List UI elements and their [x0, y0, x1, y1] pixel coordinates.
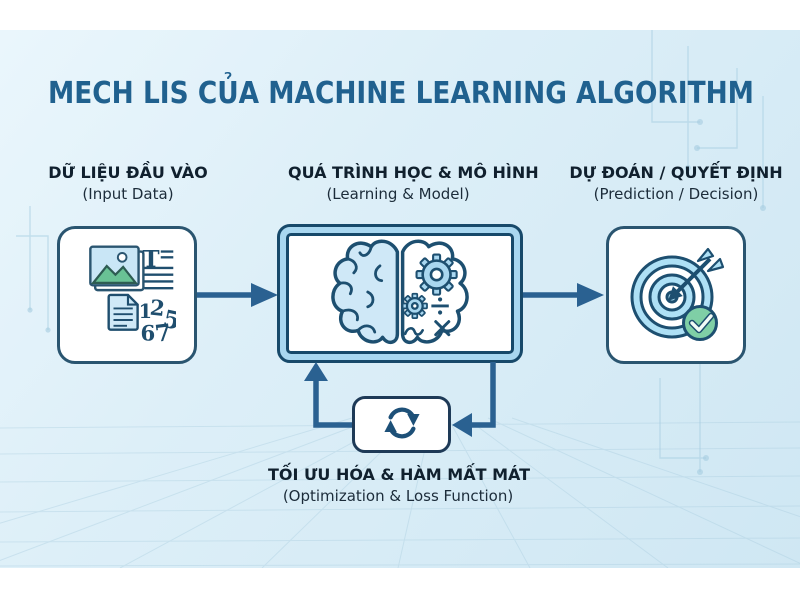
svg-text:7: 7	[153, 319, 172, 347]
flow-node-optimization	[352, 396, 451, 453]
page-title: MECH LIS CỦA MACHINE LEARNING ALGORITHM	[48, 76, 754, 111]
svg-text:2: 2	[149, 296, 166, 322]
model-label-block: QUÁ TRÌNH HỌC & MÔ HÌNH (Learning & Mode…	[288, 163, 539, 204]
model-label: QUÁ TRÌNH HỌC & MÔ HÌNH	[288, 163, 539, 182]
division-symbol	[431, 296, 449, 315]
flow-node-input: T 1 2 5 6	[57, 226, 197, 364]
optimization-sublabel: (Optimization & Loss Function)	[282, 487, 514, 506]
model-sublabel: (Learning & Model)	[326, 185, 470, 204]
arrow-model-to-prediction	[523, 283, 604, 307]
flow-node-prediction	[606, 226, 746, 364]
bottom-white-strip	[0, 568, 800, 600]
prediction-label-block: DỰ ĐOÁN / QUYẾT ĐỊNH (Prediction / Decis…	[566, 163, 786, 204]
refresh-cycle-icon	[383, 404, 421, 446]
arrow-input-to-model	[197, 283, 278, 307]
circuit-nodes	[27, 119, 766, 475]
prediction-label: DỰ ĐOÁN / QUYẾT ĐỊNH	[569, 163, 783, 182]
documents-image-numbers-icon: T 1 2 5 6	[78, 239, 183, 351]
input-label-block: DỮ LIỆU ĐẦU VÀO (Input Data)	[18, 163, 238, 204]
optimization-label: TỐI ƯU HÓA & HÀM MẤT MÁT	[268, 465, 531, 484]
feedback-loop-arrows	[304, 362, 496, 437]
model-screen	[286, 233, 514, 354]
svg-text:6: 6	[141, 321, 156, 346]
brain-gears-icon	[324, 231, 476, 357]
input-sublabel: (Input Data)	[82, 185, 174, 204]
svg-text:1: 1	[139, 300, 152, 323]
flow-node-model	[277, 224, 523, 363]
prediction-sublabel: (Prediction / Decision)	[593, 185, 759, 204]
target-arrow-check-icon	[624, 241, 728, 349]
svg-text:T: T	[142, 246, 159, 273]
optimization-label-block: TỐI ƯU HÓA & HÀM MẤT MÁT (Optimization &…	[268, 465, 531, 506]
top-white-strip	[0, 0, 800, 30]
circuit-traces	[16, 30, 764, 472]
input-label: DỮ LIỆU ĐẦU VÀO	[48, 163, 208, 182]
